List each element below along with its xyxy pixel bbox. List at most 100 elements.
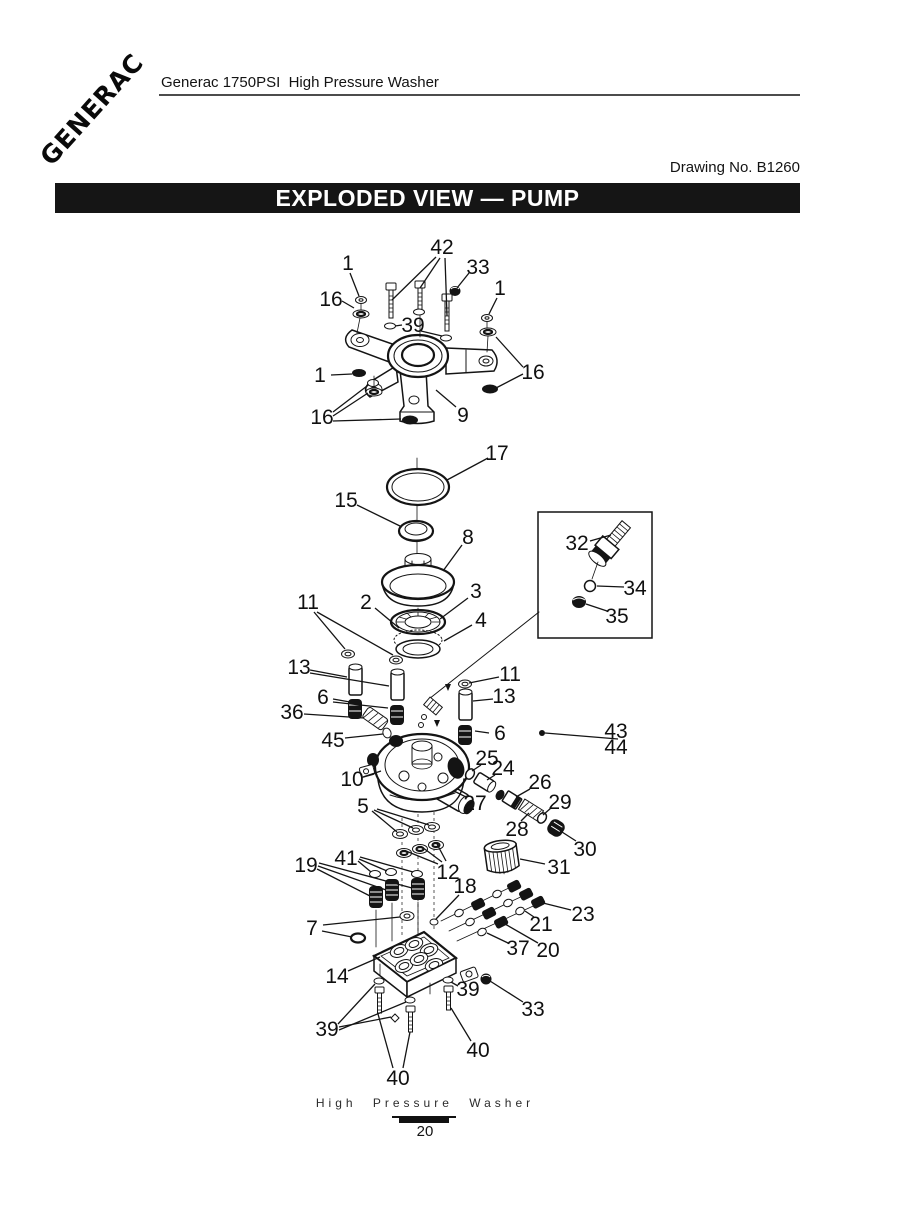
- leader-line-28: [520, 812, 530, 822]
- pump-body: [358, 732, 475, 815]
- top-bolts-and-washers: [352, 280, 498, 425]
- callout-7: 7: [306, 917, 318, 940]
- leader-line-40: [402, 1031, 411, 1069]
- leader-line-34: [596, 585, 625, 588]
- callout-25: 25: [475, 747, 498, 770]
- left-spring-chain: [349, 868, 439, 948]
- leader-line-1: [330, 373, 353, 376]
- leader-line-39: [338, 1016, 392, 1028]
- callout-1: 1: [314, 364, 326, 387]
- callout-2: 2: [360, 591, 372, 614]
- leader-line-5: [376, 808, 430, 826]
- leader-line-12: [436, 843, 447, 862]
- leader-line-40: [450, 1007, 472, 1042]
- drawing-number: Drawing No. B1260: [669, 159, 800, 176]
- leader-line-42: [391, 256, 437, 301]
- callout-41: 41: [334, 847, 357, 870]
- leader-line-23: [542, 902, 572, 911]
- leader-line-8: [442, 544, 463, 572]
- leader-line-18: [435, 894, 460, 920]
- callout-16: 16: [310, 406, 333, 429]
- leader-line-1: [488, 297, 498, 315]
- callout-26: 26: [528, 771, 551, 794]
- callout-10: 10: [340, 768, 363, 791]
- banner-title: EXPLODED VIEW — PUMP: [275, 184, 580, 211]
- callout-14: 14: [325, 965, 349, 988]
- callout-12: 12: [436, 861, 459, 884]
- leader-line-42: [444, 257, 448, 317]
- callout-13: 13: [492, 685, 515, 708]
- callout-23: 23: [571, 903, 594, 926]
- leader-line-19: [318, 862, 413, 889]
- leader-line-39: [338, 1001, 407, 1031]
- leader-line-27: [453, 790, 467, 798]
- bearing-assembly-2-3-4: [389, 608, 447, 659]
- leader-line-42: [419, 257, 441, 289]
- callout-31: 31: [547, 856, 570, 879]
- leader-line-36: [303, 713, 365, 719]
- callout-37: 37: [506, 937, 529, 960]
- callout-11: 11: [499, 663, 521, 686]
- callout-6: 6: [317, 686, 329, 709]
- leader-line-19: [316, 868, 371, 897]
- callout-1: 1: [494, 277, 506, 300]
- callout-9: 9: [457, 404, 469, 427]
- callout-8: 8: [462, 526, 474, 549]
- leader-line-11: [468, 676, 500, 684]
- inset-detail-box: [428, 511, 653, 700]
- callout-36: 36: [280, 701, 303, 724]
- callout-43: 43: [604, 720, 627, 743]
- footer-divider-bar: [399, 1118, 449, 1123]
- valve-block-14: [371, 930, 479, 999]
- header-title: Generac 1750PSI High Pressure Washer: [161, 74, 439, 91]
- leader-line-7: [321, 930, 353, 938]
- leader-line-30: [561, 831, 577, 842]
- o-ring-17: [385, 467, 451, 507]
- leader-line-39: [420, 330, 443, 337]
- leader-line-41: [357, 860, 372, 873]
- callout-18: 18: [453, 875, 476, 898]
- leader-line-6: [474, 730, 490, 734]
- callout-17: 17: [485, 442, 508, 465]
- callout-33: 33: [466, 256, 489, 279]
- callout-29: 29: [548, 791, 571, 814]
- section-banner: EXPLODED VIEW — PUMP: [55, 183, 800, 213]
- oil-seal-15: [397, 519, 435, 543]
- leader-line-20: [504, 923, 539, 944]
- callout-40: 40: [466, 1039, 489, 1062]
- leader-line-3: [439, 597, 469, 620]
- leader-line-26: [515, 788, 531, 798]
- bottom-hardware: [373, 973, 492, 1033]
- leader-layer: [303, 256, 625, 1069]
- callout-24: 24: [491, 757, 515, 780]
- callout-27: 27: [463, 792, 486, 815]
- leader-line-35: [585, 603, 608, 612]
- callout-30: 30: [573, 838, 596, 861]
- leader-line-16: [495, 336, 524, 368]
- callout-16: 16: [319, 288, 342, 311]
- callout-5: 5: [357, 795, 369, 818]
- page-number: 20: [416, 1123, 434, 1140]
- leader-line-16: [332, 418, 402, 422]
- leader-line-12: [405, 850, 439, 865]
- leader-line-45: [344, 733, 384, 739]
- leader-line-33: [489, 980, 524, 1003]
- callout-42: 42: [430, 236, 453, 259]
- leader-line-25: [471, 764, 482, 772]
- leader-line-13: [472, 698, 494, 702]
- callout-39: 39: [315, 1018, 338, 1041]
- leader-line-5: [371, 810, 398, 833]
- leader-line-10: [362, 770, 382, 778]
- callout-45: 45: [321, 729, 344, 752]
- leader-line-11: [316, 611, 394, 656]
- leader-line-7: [322, 916, 401, 926]
- callout-16: 16: [521, 361, 544, 384]
- callout-39: 39: [456, 978, 479, 1001]
- leader-line-32: [589, 534, 612, 542]
- leader-line-31: [519, 858, 546, 865]
- callout-19: 19: [294, 854, 317, 877]
- leader-line-4: [443, 624, 473, 642]
- callout-3: 3: [470, 580, 482, 603]
- footer-divider: [392, 1116, 456, 1118]
